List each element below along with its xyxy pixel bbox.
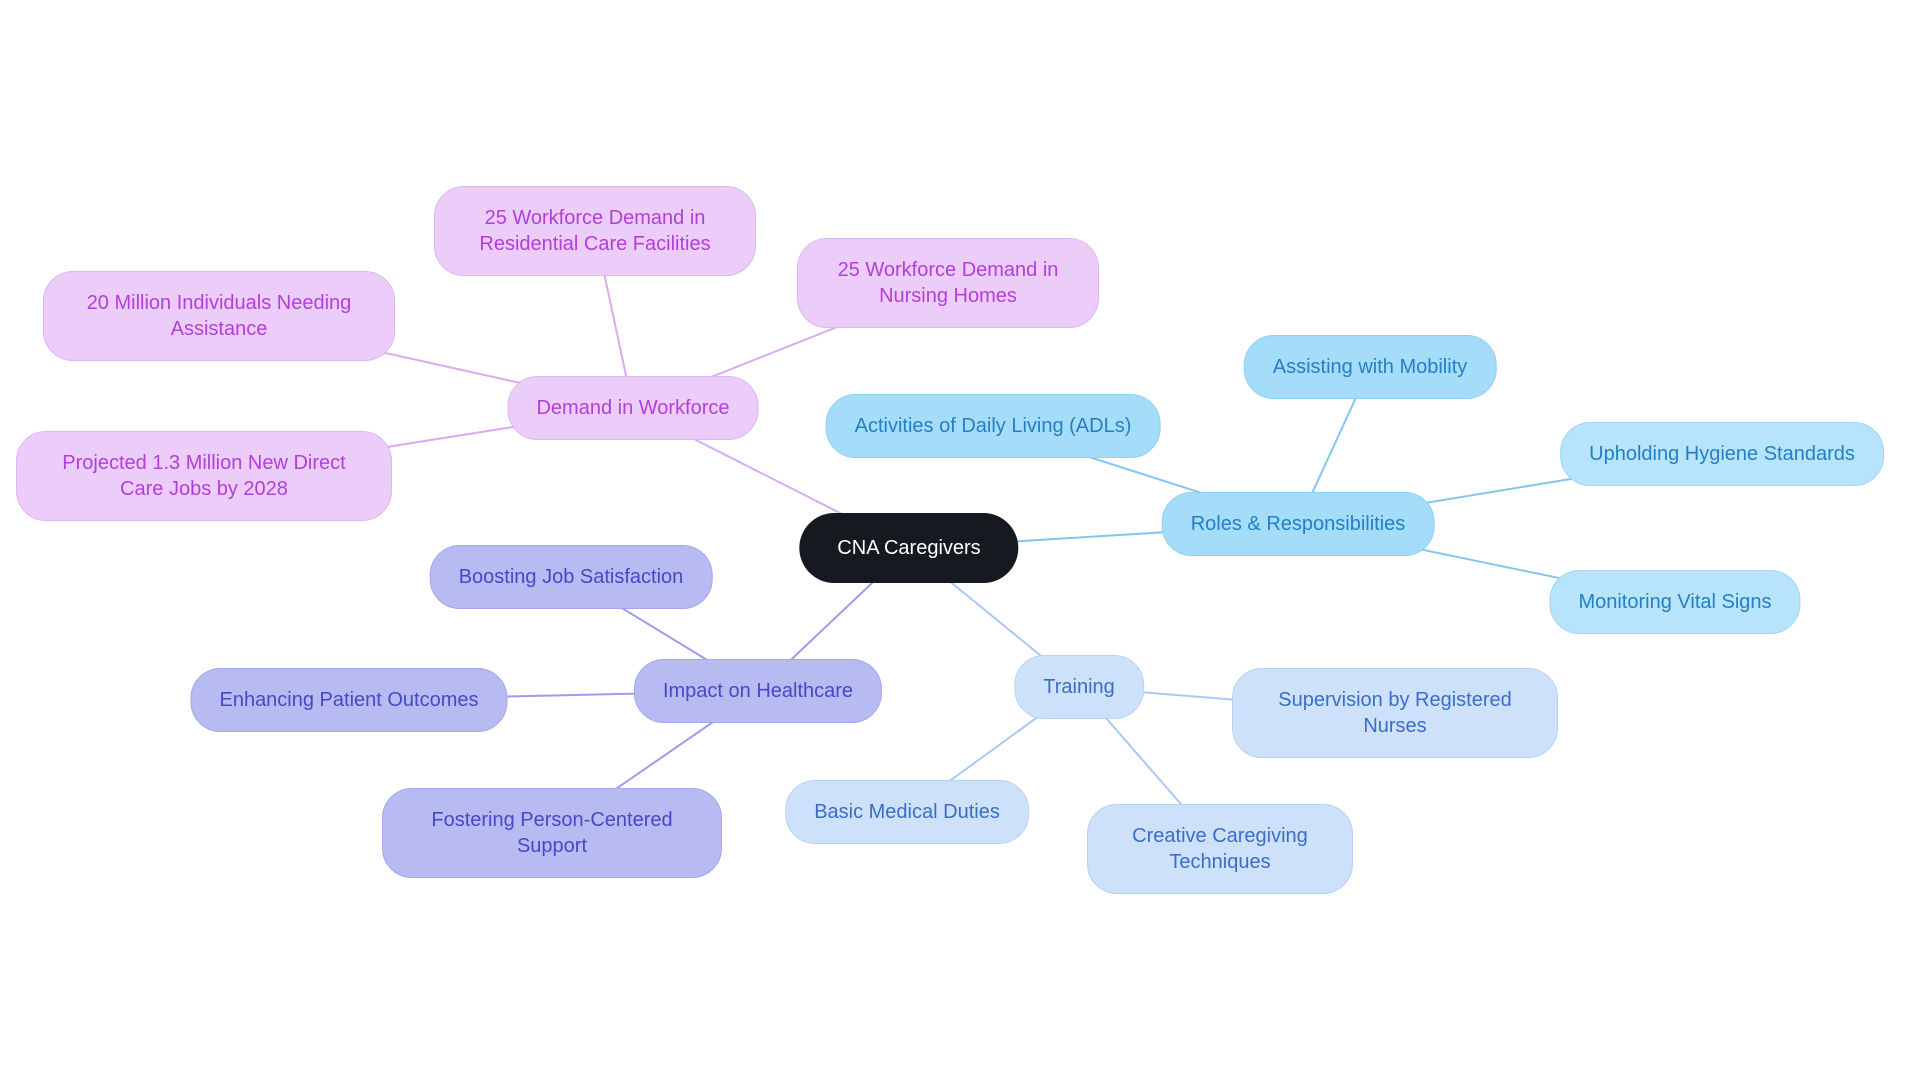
node-label: Monitoring Vital Signs — [1578, 591, 1772, 613]
node-upholding-hygiene-standards[interactable]: Upholding Hygiene Standards — [1560, 422, 1884, 486]
node-label: Supervision by Registered Nurses — [1278, 689, 1512, 737]
node-enhancing-patient-outcomes[interactable]: Enhancing Patient Outcomes — [190, 668, 508, 732]
node-20-million-individuals[interactable]: 20 Million Individuals Needing Assistanc… — [43, 271, 395, 361]
node-demand-in-workforce[interactable]: Demand in Workforce — [507, 376, 759, 440]
node-label: Boosting Job Satisfaction — [458, 566, 684, 588]
node-label: Fostering Person-Centered Support — [431, 809, 673, 857]
node-label: Roles & Responsibilities — [1190, 513, 1406, 535]
node-monitoring-vital-signs[interactable]: Monitoring Vital Signs — [1549, 570, 1801, 634]
node-activities-of-daily-living[interactable]: Activities of Daily Living (ADLs) — [825, 394, 1161, 458]
node-impact-on-healthcare[interactable]: Impact on Healthcare — [633, 659, 883, 723]
node-label: 25 Workforce Demand in Residential Care … — [479, 207, 711, 255]
node-basic-medical-duties[interactable]: Basic Medical Duties — [785, 780, 1029, 844]
node-label: Upholding Hygiene Standards — [1589, 443, 1855, 465]
node-label: Enhancing Patient Outcomes — [219, 689, 479, 711]
node-label: Assisting with Mobility — [1272, 356, 1468, 378]
node-workforce-demand-nursing-homes[interactable]: 25 Workforce Demand in Nursing Homes — [797, 238, 1099, 328]
node-projected-direct-care-jobs[interactable]: Projected 1.3 Million New Direct Care Jo… — [16, 431, 392, 521]
node-cna-caregivers[interactable]: CNA Caregivers — [799, 513, 1019, 583]
node-label: CNA Caregivers — [837, 537, 981, 559]
node-training[interactable]: Training — [1014, 655, 1144, 719]
node-label: Basic Medical Duties — [814, 801, 1000, 823]
node-supervision-by-registered-nurses[interactable]: Supervision by Registered Nurses — [1232, 668, 1558, 758]
node-label: 20 Million Individuals Needing Assistanc… — [86, 292, 352, 340]
node-label: Demand in Workforce — [536, 397, 730, 419]
node-creative-caregiving-techniques[interactable]: Creative Caregiving Techniques — [1087, 804, 1353, 894]
node-fostering-person-centered-support[interactable]: Fostering Person-Centered Support — [382, 788, 722, 878]
node-assisting-with-mobility[interactable]: Assisting with Mobility — [1243, 335, 1497, 399]
node-boosting-job-satisfaction[interactable]: Boosting Job Satisfaction — [429, 545, 713, 609]
node-roles-responsibilities[interactable]: Roles & Responsibilities — [1161, 492, 1435, 556]
node-label: Activities of Daily Living (ADLs) — [854, 415, 1132, 437]
node-workforce-demand-residential[interactable]: 25 Workforce Demand in Residential Care … — [434, 186, 756, 276]
node-label: 25 Workforce Demand in Nursing Homes — [837, 259, 1059, 307]
node-label: Training — [1043, 676, 1115, 698]
node-label: Impact on Healthcare — [662, 680, 854, 702]
node-label: Creative Caregiving Techniques — [1132, 825, 1308, 873]
node-label: Projected 1.3 Million New Direct Care Jo… — [62, 452, 346, 500]
